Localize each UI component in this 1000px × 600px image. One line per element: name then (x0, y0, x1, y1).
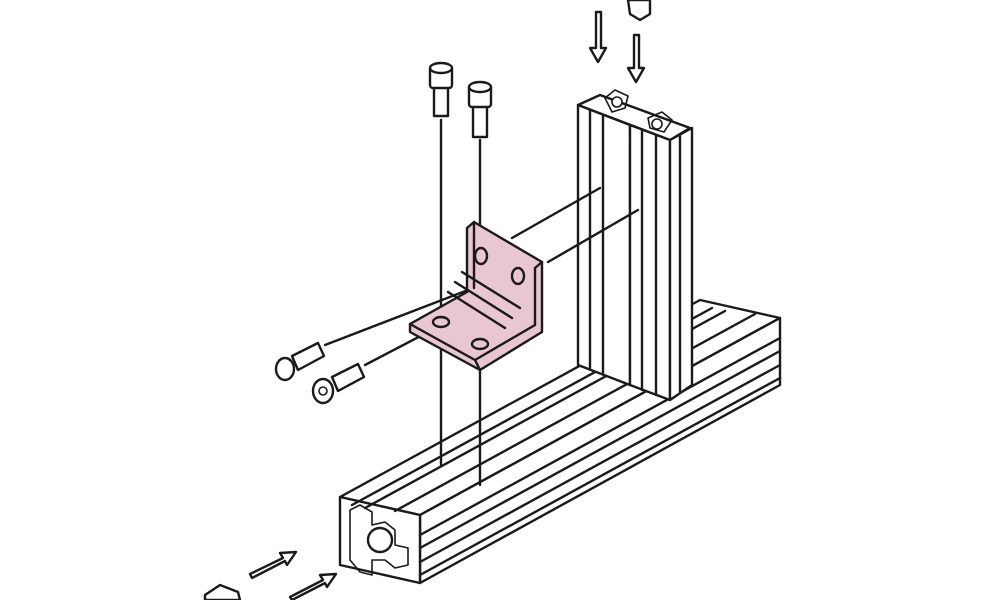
t-nut-1 (626, 0, 652, 22)
socket-cap-bolt-4 (311, 362, 366, 405)
socket-cap-bolt-3 (274, 341, 326, 382)
socket-cap-bolt-2 (467, 80, 493, 139)
arrow-down-1 (588, 10, 608, 64)
socket-cap-bolt-1 (428, 61, 454, 118)
arrow-down-2 (626, 33, 646, 84)
angle-bracket (408, 220, 544, 372)
arrow-up-right-2 (288, 572, 338, 600)
t-nut-2 (203, 583, 242, 600)
vertical-extrusion (576, 89, 694, 402)
arrow-up-right-1 (248, 550, 298, 580)
